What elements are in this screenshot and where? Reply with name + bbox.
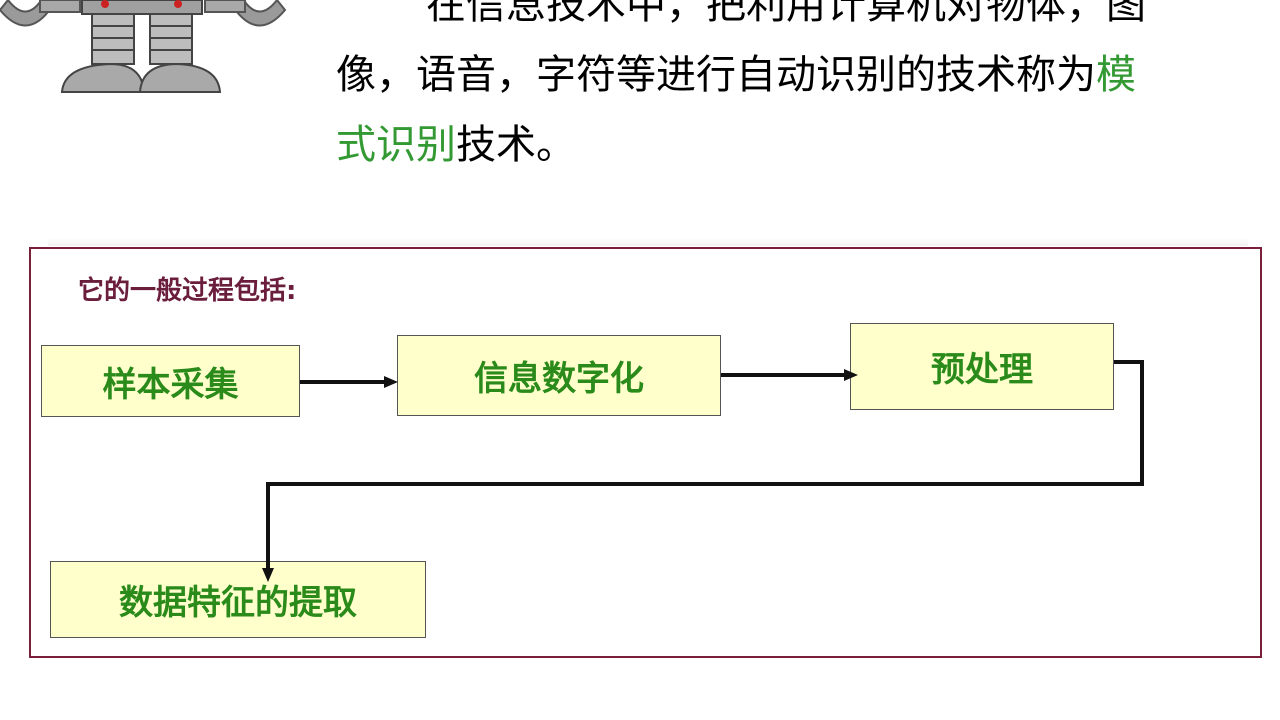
highlight-term: 模 <box>1096 52 1136 98</box>
step-digitization: 信息数字化 <box>397 335 721 416</box>
step-sample-collection: 样本采集 <box>41 345 300 417</box>
arrow-3 <box>266 360 1144 570</box>
robot-legs <box>91 13 193 65</box>
step-feature-extraction: 数据特征的提取 <box>50 561 426 638</box>
robot-illustration <box>0 0 287 93</box>
right-wrench-icon <box>204 0 287 27</box>
intro-line-3: 式识别技术。 <box>336 122 576 168</box>
intro-line-1: 在信息技术中，把利用计算机对物体，图 <box>426 0 1146 28</box>
intro-paragraph: 在信息技术中，把利用计算机对物体，图 像，语音，字符等进行自动识别的技术称为模 … <box>336 0 1236 180</box>
arrowhead-1 <box>384 376 398 388</box>
frame-shadow <box>48 238 1248 246</box>
intro-line-2: 像，语音，字符等进行自动识别的技术称为模 <box>336 52 1136 98</box>
left-wrench-icon <box>0 0 81 27</box>
process-frame <box>29 247 1262 658</box>
step-preprocessing: 预处理 <box>850 323 1114 410</box>
arrowhead-2 <box>844 369 858 381</box>
arrowhead-3 <box>262 568 274 582</box>
process-heading: 它的一般过程包括: <box>78 276 297 306</box>
